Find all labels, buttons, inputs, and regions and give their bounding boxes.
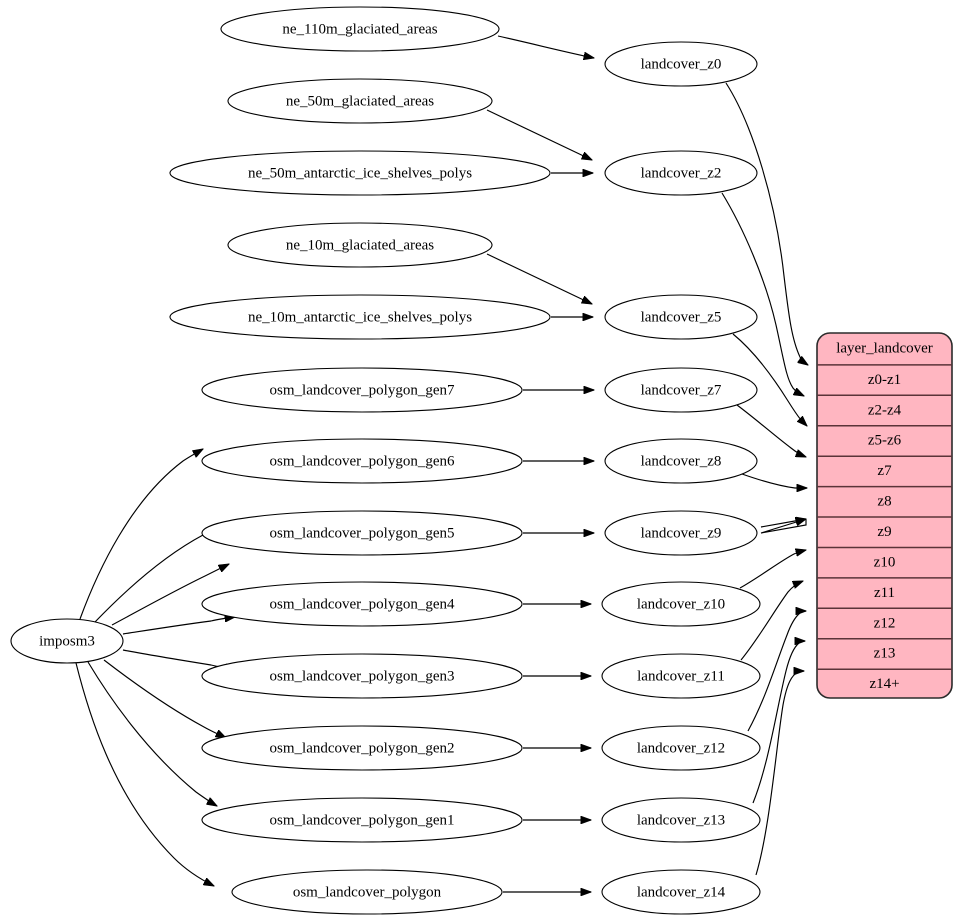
node-landcover-z10[interactable]: landcover_z10 — [601, 581, 761, 627]
node-imposm3[interactable]: imposm3 — [10, 618, 124, 664]
edge-imposm3-to-gen1 — [87, 661, 217, 806]
node-ne-10m-antarctic-ice-shelves-polys[interactable]: ne_10m_antarctic_ice_shelves_polys — [169, 294, 551, 340]
node-osm-landcover-polygon-gen5[interactable]: osm_landcover_polygon_gen5 — [201, 510, 523, 556]
edge-z5-to-row-z5z6 — [732, 333, 807, 426]
node-ne-10m-glaciated-areas[interactable]: ne_10m_glaciated_areas — [227, 222, 493, 268]
node-osm-landcover-polygon-gen4[interactable]: osm_landcover_polygon_gen4 — [201, 581, 523, 627]
node-landcover-z7[interactable]: landcover_z7 — [604, 367, 758, 413]
edge-ne50m-glaciated-to-z2 — [486, 109, 592, 160]
edge-imposm3-to-gen4 — [122, 617, 235, 635]
node-landcover-z11[interactable]: landcover_z11 — [601, 653, 761, 699]
edge-z0-to-row-z0z1 — [725, 82, 808, 365]
node-ne-110m-glaciated-areas[interactable]: ne_110m_glaciated_areas — [220, 6, 500, 52]
edge-z13-to-row-z13 — [752, 641, 805, 804]
node-landcover-z8[interactable]: landcover_z8 — [604, 438, 758, 484]
node-landcover-z2[interactable]: landcover_z2 — [604, 150, 758, 196]
node-landcover-z12[interactable]: landcover_z12 — [601, 725, 761, 771]
edge-z7-to-row-z7 — [736, 404, 806, 457]
edge-z8-to-row-z8 — [741, 473, 807, 488]
node-osm-landcover-polygon[interactable]: osm_landcover_polygon — [231, 869, 503, 915]
node-ne-50m-antarctic-ice-shelves-polys[interactable]: ne_50m_antarctic_ice_shelves_polys — [169, 150, 551, 196]
node-osm-landcover-polygon-gen7[interactable]: osm_landcover_polygon_gen7 — [201, 367, 523, 413]
node-layer: imposm3 ne_110m_glaciated_areas ne_50m_g… — [10, 6, 761, 915]
node-landcover-z9[interactable]: landcover_z9 — [604, 510, 758, 556]
node-landcover-z5[interactable]: landcover_z5 — [604, 294, 758, 340]
edge-ne10m-glaciated-to-z5 — [486, 253, 592, 304]
edge-layer — [75, 35, 808, 892]
edge-z12-to-row-z12 — [747, 611, 806, 732]
edge-z11-to-row-z11 — [740, 581, 803, 661]
node-landcover-z13[interactable]: landcover_z13 — [601, 797, 761, 843]
node-osm-landcover-polygon-gen3[interactable]: osm_landcover_polygon_gen3 — [201, 653, 523, 699]
edge-imposm3-to-gen7 — [79, 449, 203, 620]
node-landcover-z14[interactable]: landcover_z14 — [601, 869, 761, 915]
edge-z2-to-row-z2z4 — [721, 192, 804, 396]
edge-ne110m-to-z0 — [497, 35, 594, 58]
edge-imposm3-to-polygon — [75, 662, 214, 886]
edge-imposm3-to-gen5 — [111, 564, 229, 626]
node-ne-50m-glaciated-areas[interactable]: ne_50m_glaciated_areas — [227, 78, 493, 124]
node-osm-landcover-polygon-gen6[interactable]: osm_landcover_polygon_gen6 — [201, 438, 523, 484]
edge-z9-straight-to-row-z9 — [760, 519, 806, 528]
edge-imposm3-to-gen2 — [103, 659, 226, 738]
edge-imposm3-to-gen6 — [94, 525, 222, 623]
node-landcover-z0[interactable]: landcover_z0 — [604, 41, 758, 87]
edge-z14-to-row-z14plus — [755, 671, 804, 876]
edge-z10-to-row-z10 — [739, 550, 806, 589]
layer-landcover-table[interactable]: layer_landcover z0-z1 z2-z4 z5-z6 z7 — [816, 332, 953, 699]
node-osm-landcover-polygon-gen1[interactable]: osm_landcover_polygon_gen1 — [201, 797, 523, 843]
node-osm-landcover-polygon-gen2[interactable]: osm_landcover_polygon_gen2 — [201, 725, 523, 771]
